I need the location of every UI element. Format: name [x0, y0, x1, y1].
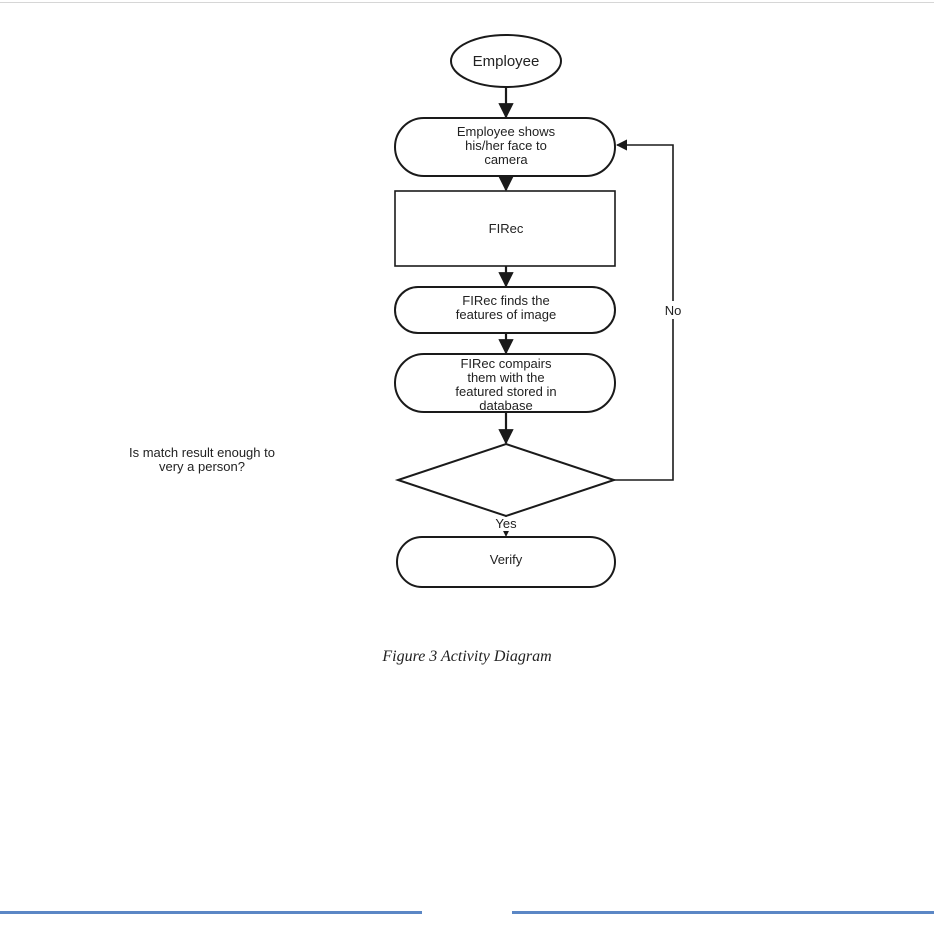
shows-face-node-label-line: his/her face to [465, 138, 547, 153]
decision-node [394, 442, 618, 518]
footer-rule-left [0, 911, 422, 914]
decision-question-line: very a person? [159, 459, 245, 474]
start-node-label-line: Employee [473, 53, 540, 70]
verify-node-label: Verify [490, 552, 523, 567]
decision-question-line: Is match result enough to [129, 445, 275, 460]
firec-node [394, 190, 616, 267]
shows-face-node-label-line: Employee shows [457, 124, 556, 139]
top-divider [0, 2, 934, 3]
yes-label: Yes [495, 516, 517, 531]
finds-features-node-label-line: features of image [456, 307, 556, 322]
no-label-bg [655, 301, 691, 319]
firec-node-label: FIRec [489, 221, 524, 236]
compares-node-label-line: FIRec compairs [460, 356, 552, 371]
firec-node-label-line: FIRec [489, 221, 524, 236]
verify-node-label-line: Verify [490, 552, 523, 567]
figure-caption: Figure 3 Activity Diagram [382, 648, 552, 665]
finds-features-node-label-line: FIRec finds the [462, 293, 549, 308]
verify-node [396, 536, 616, 588]
no-label: No [665, 303, 682, 318]
yes-label-bg [488, 517, 524, 531]
start-node-label: Employee [473, 53, 540, 70]
compares-node-label-line: them with the [467, 370, 544, 385]
footer-rule-right [512, 911, 934, 914]
compares-node-label-line: featured stored in [455, 384, 556, 399]
shows-face-node-label-line: camera [484, 152, 528, 167]
compares-node-label-line: database [479, 398, 533, 413]
